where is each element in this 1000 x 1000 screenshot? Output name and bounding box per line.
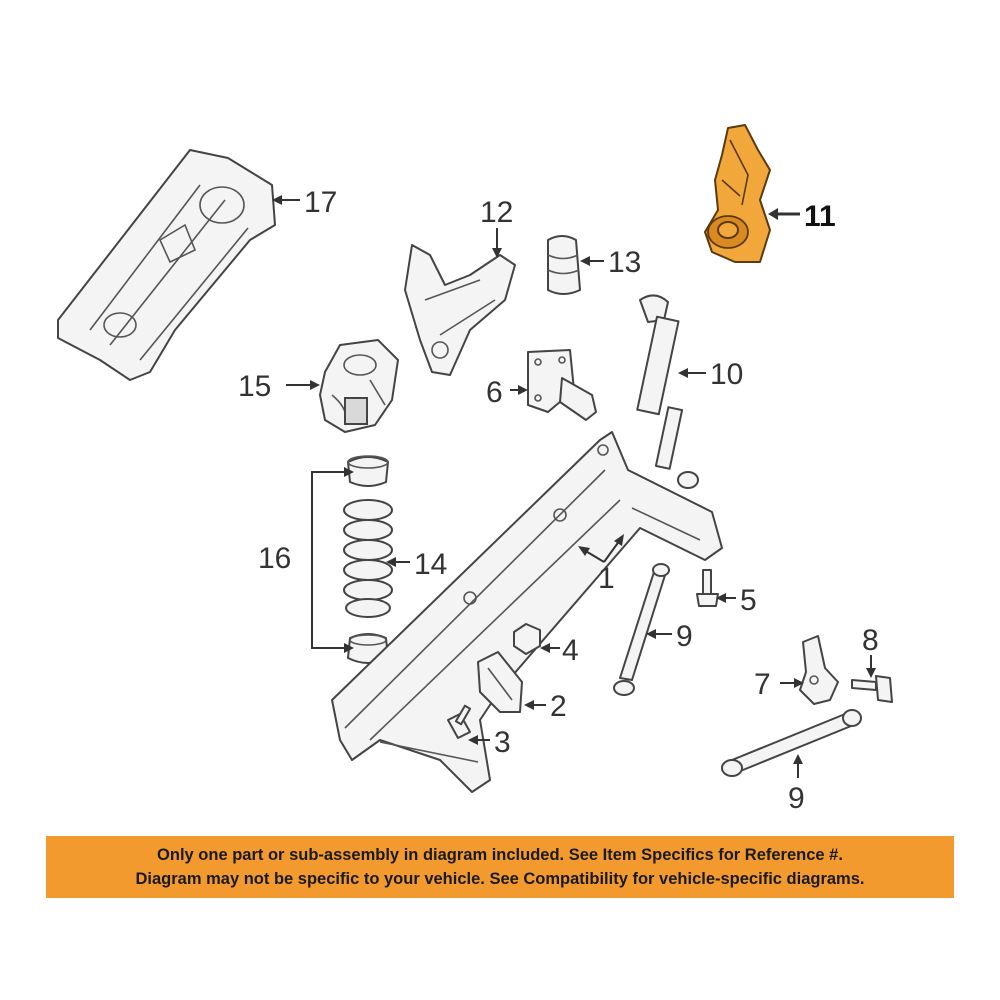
callout-11: 11 <box>804 200 836 233</box>
callout-2: 2 <box>550 690 567 723</box>
callout-9-upper: 9 <box>676 620 693 653</box>
part-3-bolt <box>447 704 472 739</box>
notice-line-2: Diagram may not be specific to your vehi… <box>135 870 865 888</box>
part-9-lateral-rod-upper <box>613 563 670 696</box>
leader-lines <box>272 195 876 778</box>
callout-8: 8 <box>862 624 879 657</box>
part-4-nut <box>513 623 541 655</box>
part-5-bolt <box>696 569 719 607</box>
part-14-coil-spring <box>343 499 393 618</box>
part-2-bracket <box>477 651 523 713</box>
callout-3: 3 <box>494 726 511 759</box>
callout-17: 17 <box>304 186 337 219</box>
callout-13: 13 <box>608 246 641 279</box>
part-1-axle-beam <box>331 431 723 793</box>
notice-banner: Only one part or sub-assembly in diagram… <box>46 836 954 898</box>
part-17-floor-pan <box>57 149 276 381</box>
part-8-bolt <box>851 675 893 703</box>
callout-1: 1 <box>598 562 615 595</box>
callout-labels: 17 12 13 11 10 15 6 16 14 1 5 9 4 8 7 2 … <box>238 186 879 815</box>
part-9-lateral-rod-lower <box>721 709 862 777</box>
callout-15: 15 <box>238 370 271 403</box>
callout-12: 12 <box>480 196 513 229</box>
callout-16: 16 <box>258 542 291 575</box>
part-7-plate <box>799 635 839 705</box>
part-12-bracket <box>404 244 516 376</box>
part-10-shock-absorber <box>636 294 699 489</box>
callout-5: 5 <box>740 584 757 617</box>
part-15-mount <box>319 339 399 433</box>
callout-10: 10 <box>710 358 743 391</box>
callout-7: 7 <box>754 668 771 701</box>
part-6-spindle <box>527 349 597 421</box>
callout-9-lower: 9 <box>788 782 805 815</box>
notice-line-1: Only one part or sub-assembly in diagram… <box>157 846 843 864</box>
part-13-bump-stop <box>547 235 581 295</box>
callout-4: 4 <box>562 634 579 667</box>
callout-6: 6 <box>486 376 503 409</box>
callout-14: 14 <box>414 548 447 581</box>
part-11-knuckle-highlighted <box>704 124 771 263</box>
